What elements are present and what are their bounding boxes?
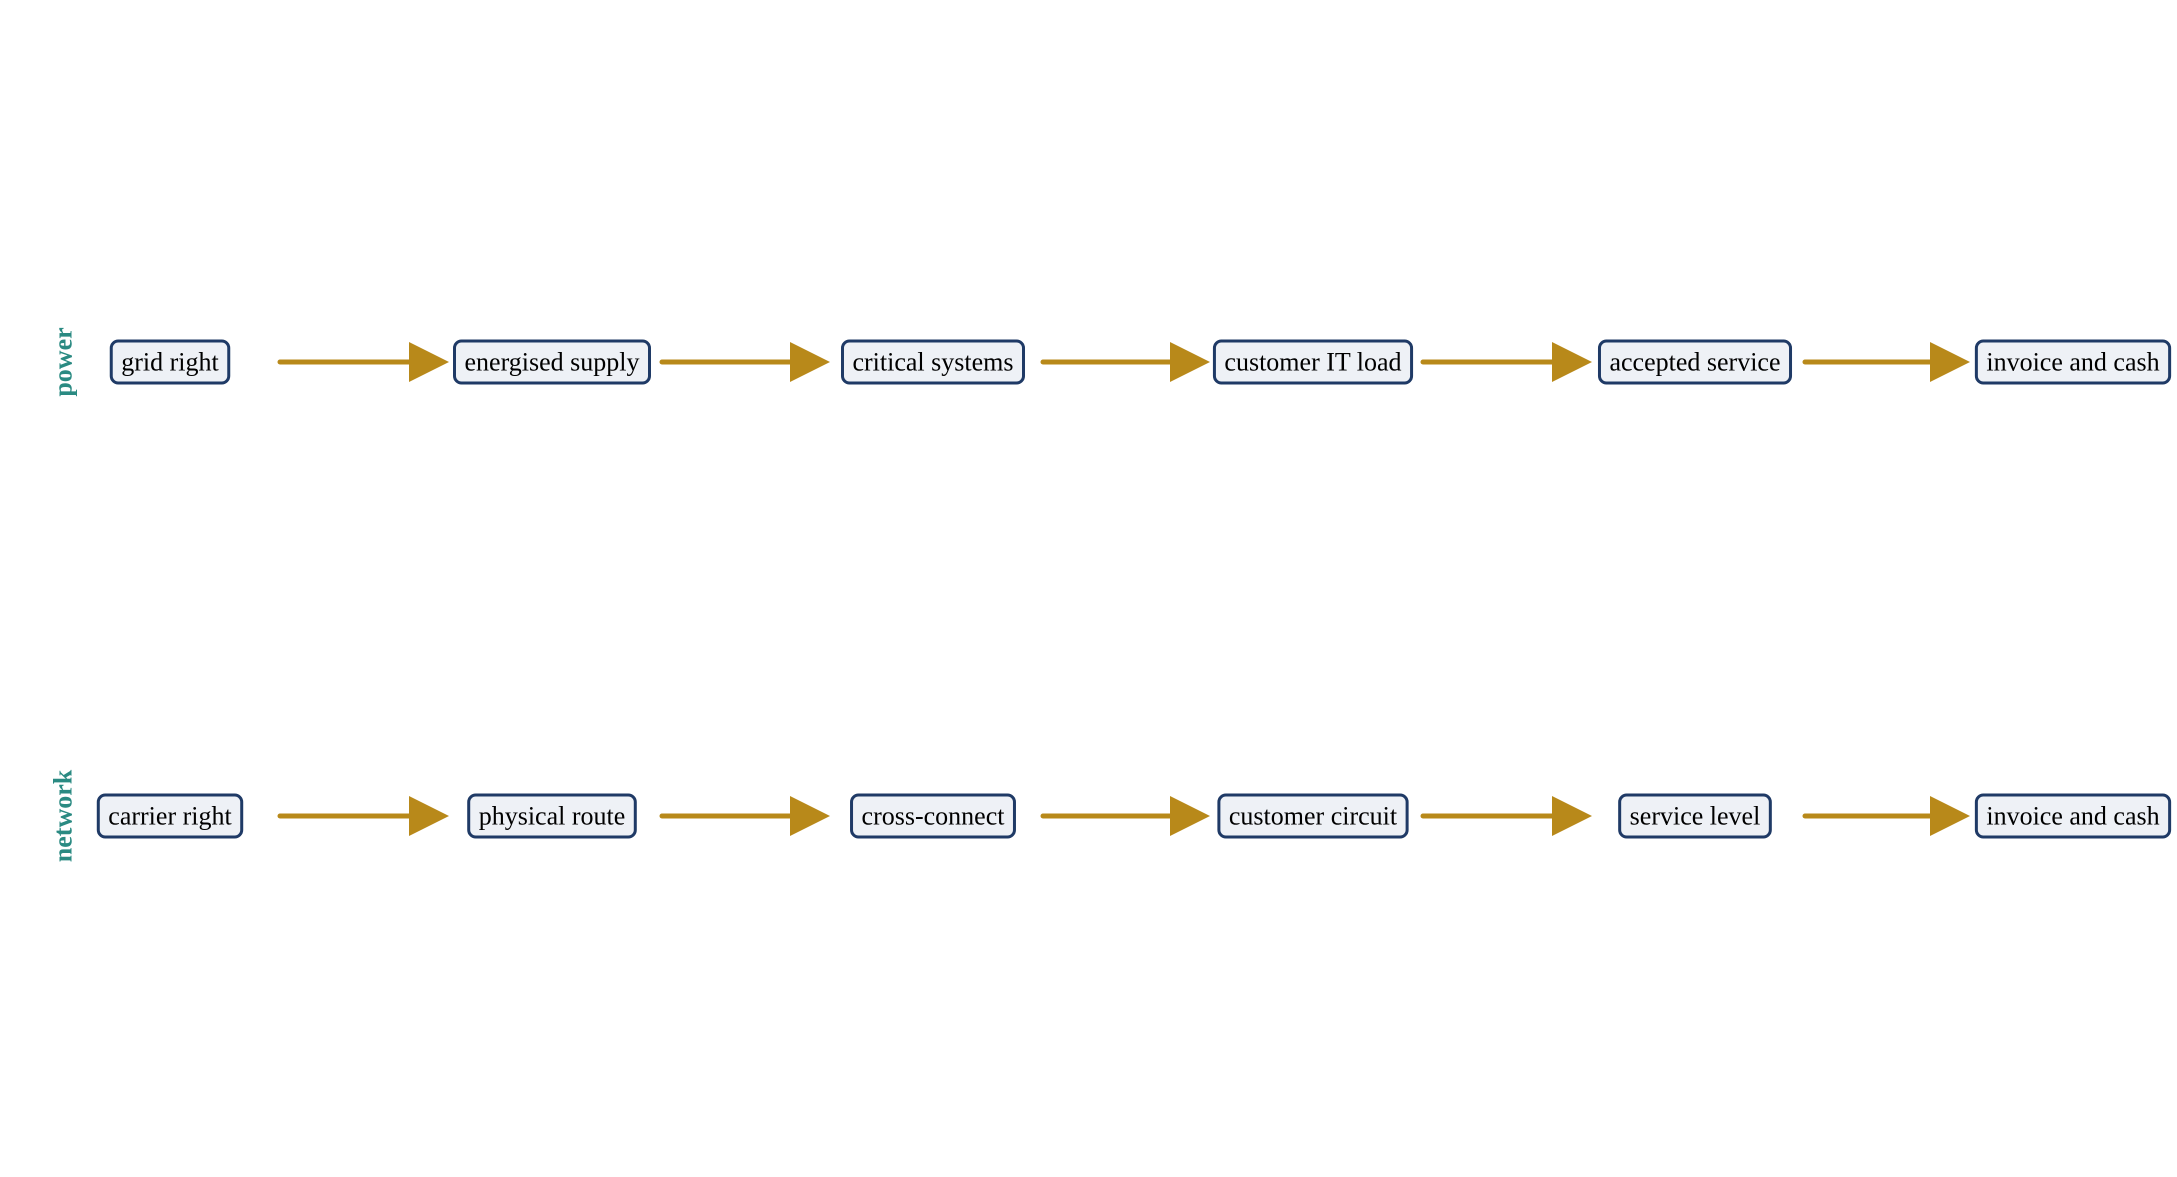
node-label: cross-connect [862, 802, 1006, 831]
node-box [850, 793, 1016, 839]
node-label: invoice and cash [1986, 802, 2159, 831]
node-label: critical systems [852, 348, 1013, 377]
node-box [467, 793, 637, 839]
node-box [1974, 339, 2172, 385]
node-box [453, 339, 651, 385]
node-label: invoice and cash [1986, 348, 2159, 377]
node-box [109, 339, 231, 385]
node: invoice and cash [1974, 793, 2172, 839]
lanes-layer: power grid right energised supply critical … [49, 327, 2172, 862]
node-label: grid right [121, 348, 219, 377]
node-box [1618, 793, 1772, 839]
lane-power: power grid right energised supply critical … [49, 327, 2172, 397]
node: physical route [467, 793, 637, 839]
node-box [1974, 793, 2172, 839]
node: carrier right [96, 793, 244, 839]
node: accepted service [1597, 339, 1793, 385]
node: invoice and cash [1974, 339, 2172, 385]
node-label: carrier right [108, 802, 232, 831]
node: cross-connect [850, 793, 1016, 839]
node: service level [1618, 793, 1772, 839]
node-label: customer circuit [1229, 802, 1398, 831]
node-label: energised supply [465, 348, 640, 377]
node: grid right [109, 339, 231, 385]
lane-network: network carrier right physical route cross-… [49, 769, 2172, 862]
lane-label: network [49, 769, 78, 862]
node-label: accepted service [1609, 348, 1780, 377]
node: energised supply [453, 339, 651, 385]
node-box [1217, 793, 1409, 839]
node-label: customer IT load [1224, 348, 1401, 377]
node: customer IT load [1212, 339, 1414, 385]
node-box [1212, 339, 1414, 385]
node-label: physical route [479, 802, 626, 831]
node-box [96, 793, 244, 839]
lane-label: power [49, 327, 78, 396]
node-box [1597, 339, 1793, 385]
node: critical systems [840, 339, 1026, 385]
node: customer circuit [1217, 793, 1409, 839]
node-label: service level [1630, 802, 1761, 831]
node-box [840, 339, 1026, 385]
